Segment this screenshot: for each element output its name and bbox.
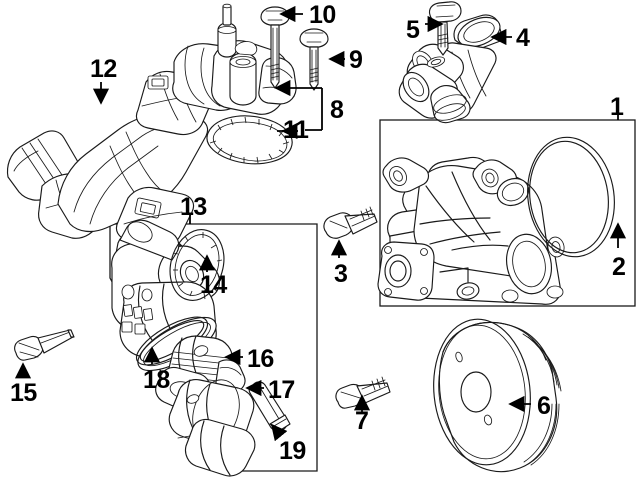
callout-label-12: 12 — [90, 55, 117, 83]
part-pulley-bolt — [335, 376, 391, 409]
callout-label-17: 17 — [268, 376, 295, 404]
callout-label-14: 14 — [200, 271, 227, 299]
callout-label-15: 15 — [10, 379, 37, 407]
leader-lines — [14, 5, 627, 442]
callout-label-10: 10 — [309, 1, 336, 29]
callout-label-7: 7 — [355, 407, 369, 435]
leader-19 — [270, 423, 288, 442]
part-water-outlet-housing — [172, 3, 297, 115]
callout-label-19: 19 — [279, 437, 306, 465]
part-water-pump-body — [377, 156, 565, 305]
callout-label-6: 6 — [537, 392, 551, 420]
callout-label-4: 4 — [516, 24, 530, 52]
part-water-pump-mounting-bolt — [323, 206, 378, 239]
callout-label-16: 16 — [247, 345, 274, 373]
callout-label-18: 18 — [143, 366, 170, 394]
callout-label-3: 3 — [334, 260, 348, 288]
part-water-outlet-gasket — [206, 115, 293, 165]
part-long-through-bolt — [14, 329, 75, 361]
part-housing-bolt-short — [299, 28, 329, 91]
part-water-pump-o-ring-seal — [527, 136, 615, 258]
callout-label-1: 1 — [610, 93, 624, 121]
part-thermostat-housing-gasket — [169, 229, 225, 301]
callout-label-2: 2 — [612, 253, 626, 281]
part-thermostat-housing-cover — [168, 379, 256, 477]
part-coolant-tee-connector — [398, 14, 504, 124]
callout-label-8: 8 — [330, 96, 344, 124]
water-pump-group-box — [379, 119, 636, 307]
callout-label-9: 9 — [349, 46, 363, 74]
callout-label-11: 11 — [283, 116, 309, 144]
callout-label-13: 13 — [180, 193, 207, 221]
part-water-pump-pulley — [433, 318, 562, 473]
callout-label-5: 5 — [406, 16, 420, 44]
